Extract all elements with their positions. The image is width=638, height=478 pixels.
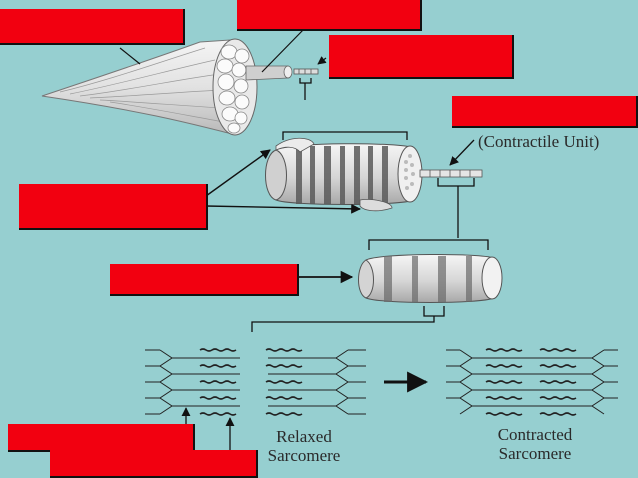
label-box-4[interactable] [452, 96, 638, 128]
bracket-myofibril [282, 78, 408, 140]
label-box-3[interactable] [329, 35, 514, 79]
bracket-sarcomere [368, 178, 489, 250]
relaxed-sarcomere-illustration [145, 348, 366, 416]
bracket-to-sarcomere-detail [251, 306, 445, 332]
leader-line-myofibril [317, 56, 327, 65]
label-box-5[interactable] [19, 184, 208, 230]
relaxed-label-line1: Relaxed [276, 427, 332, 446]
muscle-fiber-illustration [265, 137, 483, 212]
contractile-unit-label: (Contractile Unit) [478, 132, 600, 151]
arrow-to-fiber-lower [205, 203, 361, 214]
contracted-sarcomere-label: Contracted Sarcomere [480, 425, 590, 463]
label-box-1[interactable] [0, 9, 185, 45]
arrow-to-fiber-upper [205, 149, 271, 197]
label-box-7[interactable] [8, 424, 195, 452]
label-box-2[interactable] [237, 0, 422, 31]
relaxed-label-line2: Sarcomere [267, 446, 341, 465]
whole-muscle-illustration [41, 38, 319, 136]
leader-line-muscle [119, 47, 141, 65]
label-box-8[interactable] [50, 450, 258, 478]
relaxed-sarcomere-label: Relaxed Sarcomere [254, 427, 354, 465]
contracted-sarcomere-illustration [446, 348, 618, 416]
contracted-label-line2: Sarcomere [498, 444, 572, 463]
label-box-6[interactable] [110, 264, 299, 296]
myofibril-cylinder-illustration [358, 253, 503, 303]
leader-line-contractile-unit [449, 139, 475, 166]
leader-line-fascicle [261, 27, 306, 73]
contracted-label-line1: Contracted [497, 425, 573, 444]
